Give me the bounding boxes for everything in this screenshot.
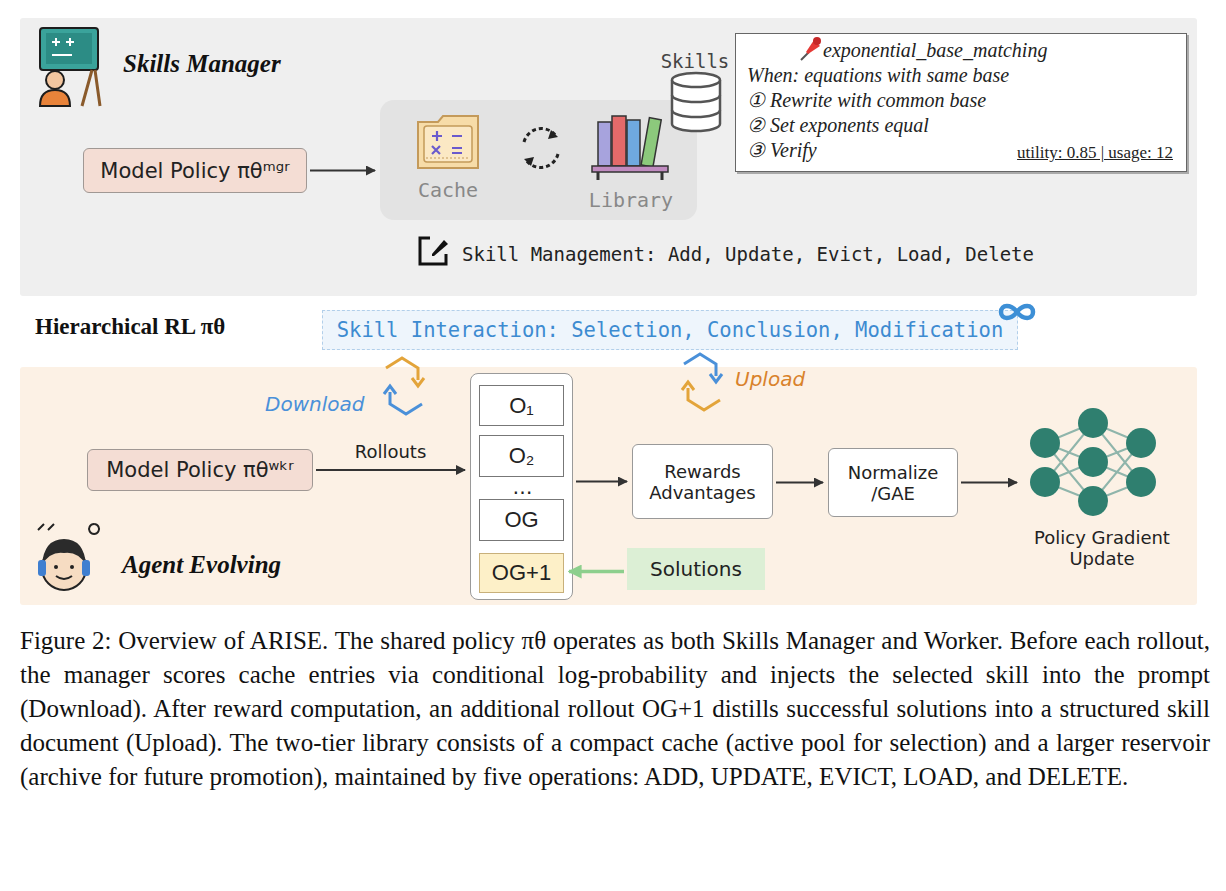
section-heading: Hierarchical RL πθ bbox=[35, 314, 225, 340]
policy-box: Model Policy πθʷᵏʳ bbox=[87, 449, 313, 491]
node-label: Normalize /GAE bbox=[829, 449, 957, 516]
node-label: OG bbox=[480, 500, 563, 540]
skill-line: When: equations with same base bbox=[747, 64, 1167, 87]
skill-meta: utility: 0.85 | usage: 12 bbox=[991, 143, 1173, 163]
ellipsis: … bbox=[471, 475, 574, 499]
interaction-band: Skill Interaction: Selection, Conclusion… bbox=[322, 310, 1018, 350]
process-box: Normalize /GAE bbox=[828, 448, 958, 517]
node-label: OG+1 bbox=[480, 554, 563, 592]
store-label: Library bbox=[585, 188, 677, 212]
panel-heading: Agent Evolving bbox=[122, 551, 382, 579]
node-label: O₂ bbox=[480, 436, 563, 476]
flow-label: Download bbox=[265, 392, 364, 416]
rollout-box: O₁ bbox=[479, 385, 564, 426]
panel-heading: Skills Manager bbox=[123, 50, 383, 78]
store-label: Cache bbox=[408, 178, 488, 202]
solutions-box: Solutions bbox=[627, 548, 765, 590]
skill-line: ③ Verify bbox=[747, 138, 997, 162]
rollout-box: OG+1 bbox=[479, 553, 564, 593]
process-box: Rewards Advantages bbox=[632, 444, 773, 519]
skill-line: ② Set exponents equal bbox=[747, 113, 1167, 137]
operations-note: Skill Management: Add, Update, Evict, Lo… bbox=[462, 243, 1034, 265]
node-label: Rewards Advantages bbox=[633, 445, 772, 518]
skill-card: exponential_base_matchingWhen: equations… bbox=[735, 33, 1187, 172]
worker-panel: Agent Evolving Model Policy πθʷᵏʳ … O₁ O₂ OG O… bbox=[20, 367, 1197, 605]
rollout-box: OG bbox=[479, 499, 564, 541]
node-label: O₁ bbox=[480, 386, 563, 425]
node-label: Model Policy πθʷᵏʳ bbox=[88, 450, 312, 490]
skill-line: ① Rewrite with common base bbox=[747, 88, 1167, 112]
node-label: Model Policy πθᵐᵍʳ bbox=[84, 149, 306, 192]
network-label: Policy Gradient Update bbox=[1022, 527, 1182, 569]
rollout-box: O₂ bbox=[479, 435, 564, 477]
skill-name: exponential_base_matching bbox=[823, 39, 1123, 62]
rollout-group: … O₁ O₂ OG OG+1 bbox=[470, 373, 573, 600]
figure-caption: Figure 2: Overview of ARISE. The shared … bbox=[20, 624, 1210, 794]
flow-label: Upload bbox=[735, 367, 805, 391]
node-label: Skill Interaction: Selection, Conclusion… bbox=[323, 311, 1017, 349]
policy-box: Model Policy πθᵐᵍʳ bbox=[83, 148, 307, 193]
database-label: Skills bbox=[645, 50, 745, 72]
policy-network: Policy Gradient Update bbox=[1022, 405, 1182, 575]
skill-store: Cache Library bbox=[380, 100, 697, 220]
node-label: Solutions bbox=[627, 548, 765, 590]
edge-label: Rollouts bbox=[355, 441, 427, 462]
skills-database: Skills bbox=[665, 52, 725, 132]
